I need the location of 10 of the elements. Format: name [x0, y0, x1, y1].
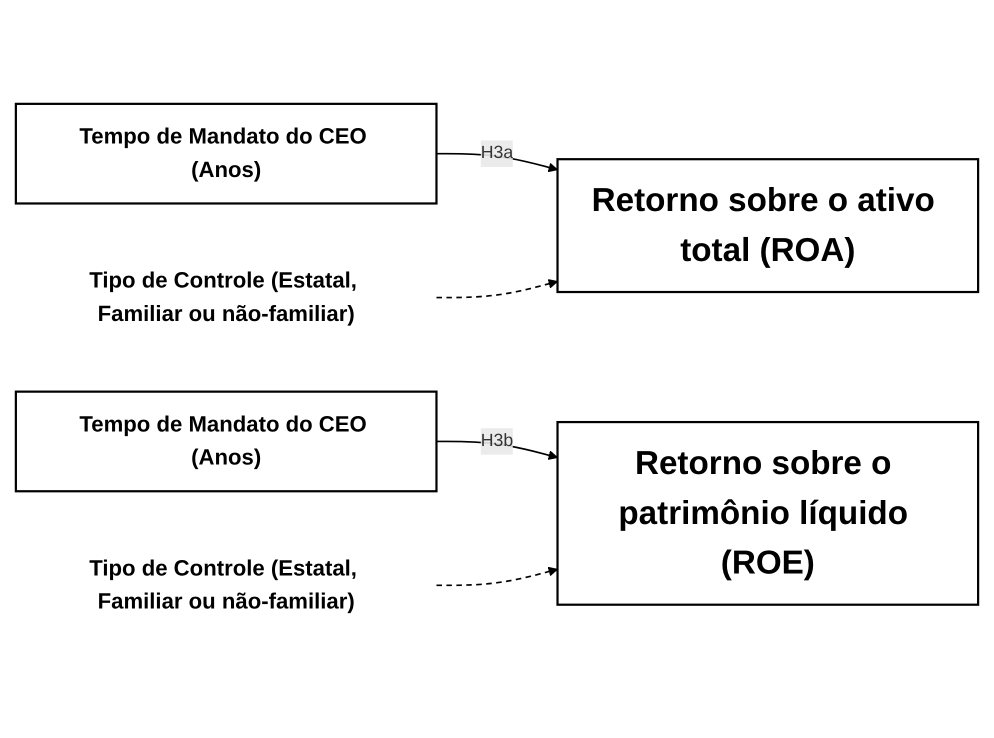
- node-box: Tempo de Mandato do CEO (Anos): [14, 390, 438, 492]
- node-text: Tipo de Controle (Estatal, Familiar ou não-familiar): [89, 268, 357, 326]
- node-box: Tempo de Mandato do CEO (Anos): [14, 102, 438, 204]
- node-box: Retorno sobre o ativo total (ROA): [556, 158, 980, 293]
- edge-label: H3b: [480, 430, 514, 450]
- edge-label: H3a: [480, 143, 514, 162]
- node-text: Tipo de Controle (Estatal, Familiar ou não-familiar): [89, 556, 357, 614]
- arrow: [436, 278, 558, 298]
- arrow: [436, 566, 558, 586]
- node-box: Retorno sobre o patrimônio líquido (ROE): [556, 420, 980, 606]
